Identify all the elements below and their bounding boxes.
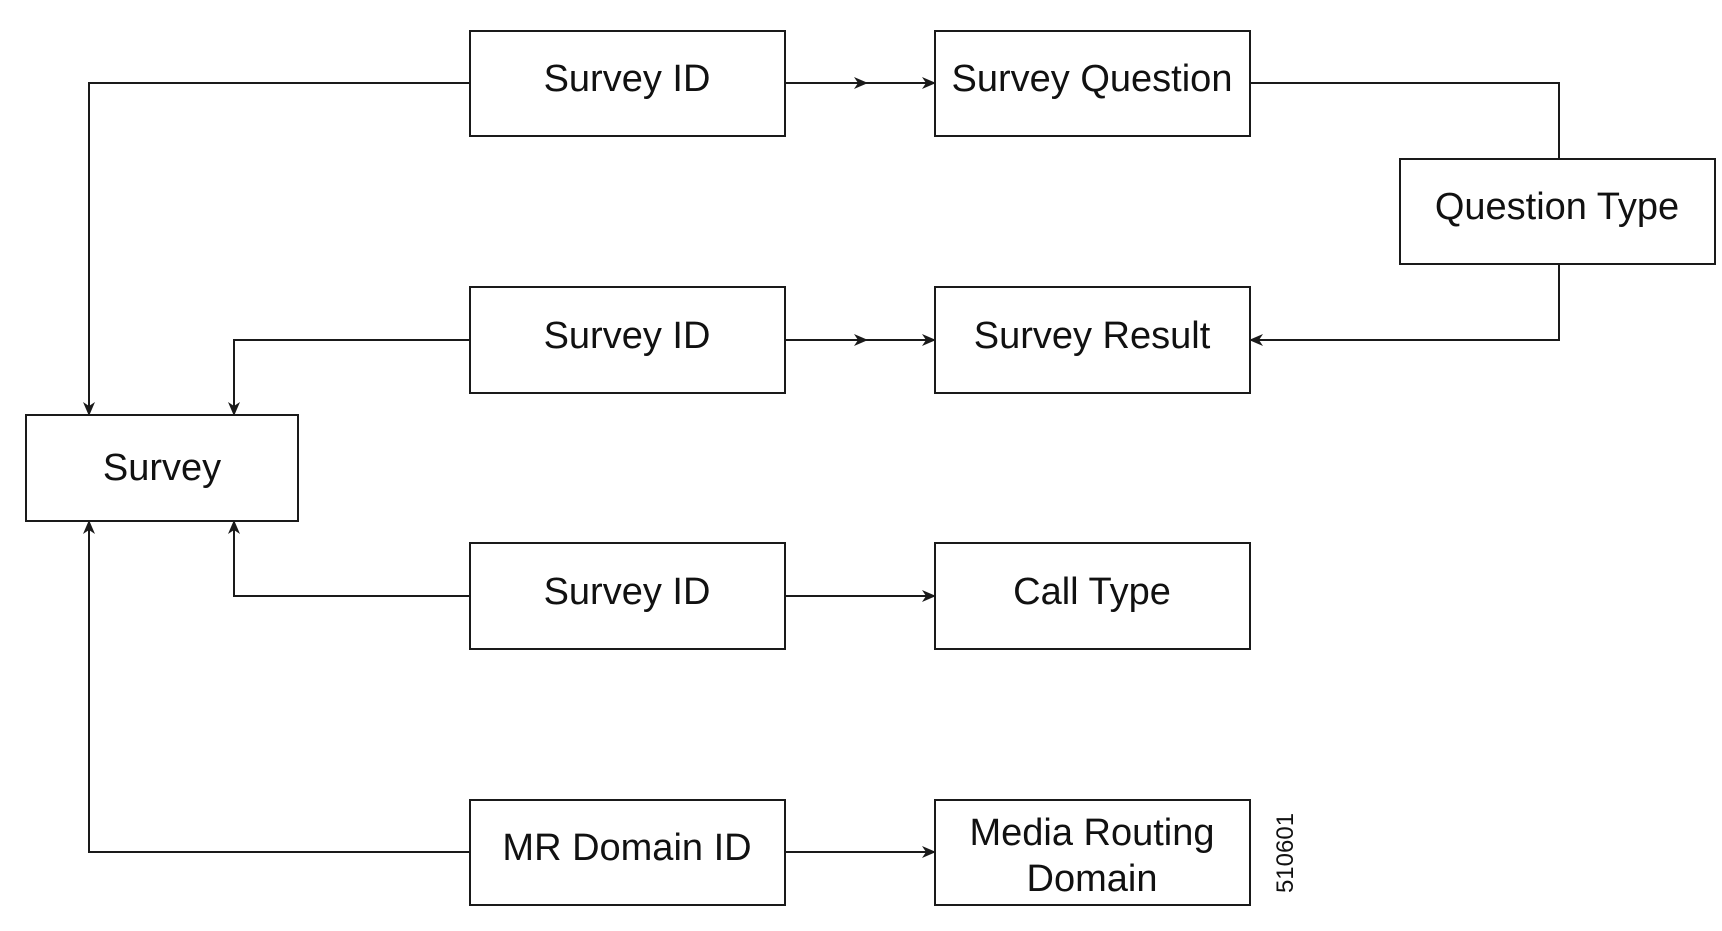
- node-survey-label: Survey: [103, 447, 221, 489]
- connector-survey-id-3-to-survey: [228, 520, 470, 597]
- connector-survey-id-2-to-survey: [228, 339, 470, 416]
- node-survey-id-2-label: Survey ID: [544, 315, 711, 357]
- node-mr-domain-id: MR Domain ID: [469, 799, 786, 906]
- node-media-routing-domain-label-line-1: Media Routing: [969, 812, 1214, 854]
- figure-number: 510601: [1272, 813, 1299, 893]
- node-question-type-label: Question Type: [1435, 186, 1679, 228]
- node-survey: Survey: [25, 414, 299, 522]
- connector-survey-question-to-question-type: [1250, 82, 1560, 159]
- node-survey-result-label: Survey Result: [974, 315, 1211, 357]
- node-survey-id-1: Survey ID: [469, 30, 786, 137]
- node-media-routing-domain: Media Routing Domain: [934, 799, 1251, 906]
- node-survey-id-1-label: Survey ID: [544, 58, 711, 100]
- node-call-type: Call Type: [934, 542, 1251, 650]
- node-survey-id-3: Survey ID: [469, 542, 786, 650]
- node-media-routing-domain-label-line-2: Domain: [1027, 858, 1158, 900]
- node-question-type: Question Type: [1399, 158, 1716, 265]
- node-mr-domain-id-label: MR Domain ID: [502, 827, 751, 869]
- node-survey-id-3-label: Survey ID: [544, 571, 711, 613]
- connector-survey-id-1-to-survey: [83, 82, 470, 416]
- node-survey-id-2: Survey ID: [469, 286, 786, 394]
- node-survey-result: Survey Result: [934, 286, 1251, 394]
- node-survey-question: Survey Question: [934, 30, 1251, 137]
- node-survey-question-label: Survey Question: [952, 58, 1233, 100]
- node-call-type-label: Call Type: [1013, 571, 1171, 613]
- connector-mr-domain-id-to-survey: [83, 520, 470, 853]
- connector-question-type-to-survey-result: [1249, 264, 1560, 346]
